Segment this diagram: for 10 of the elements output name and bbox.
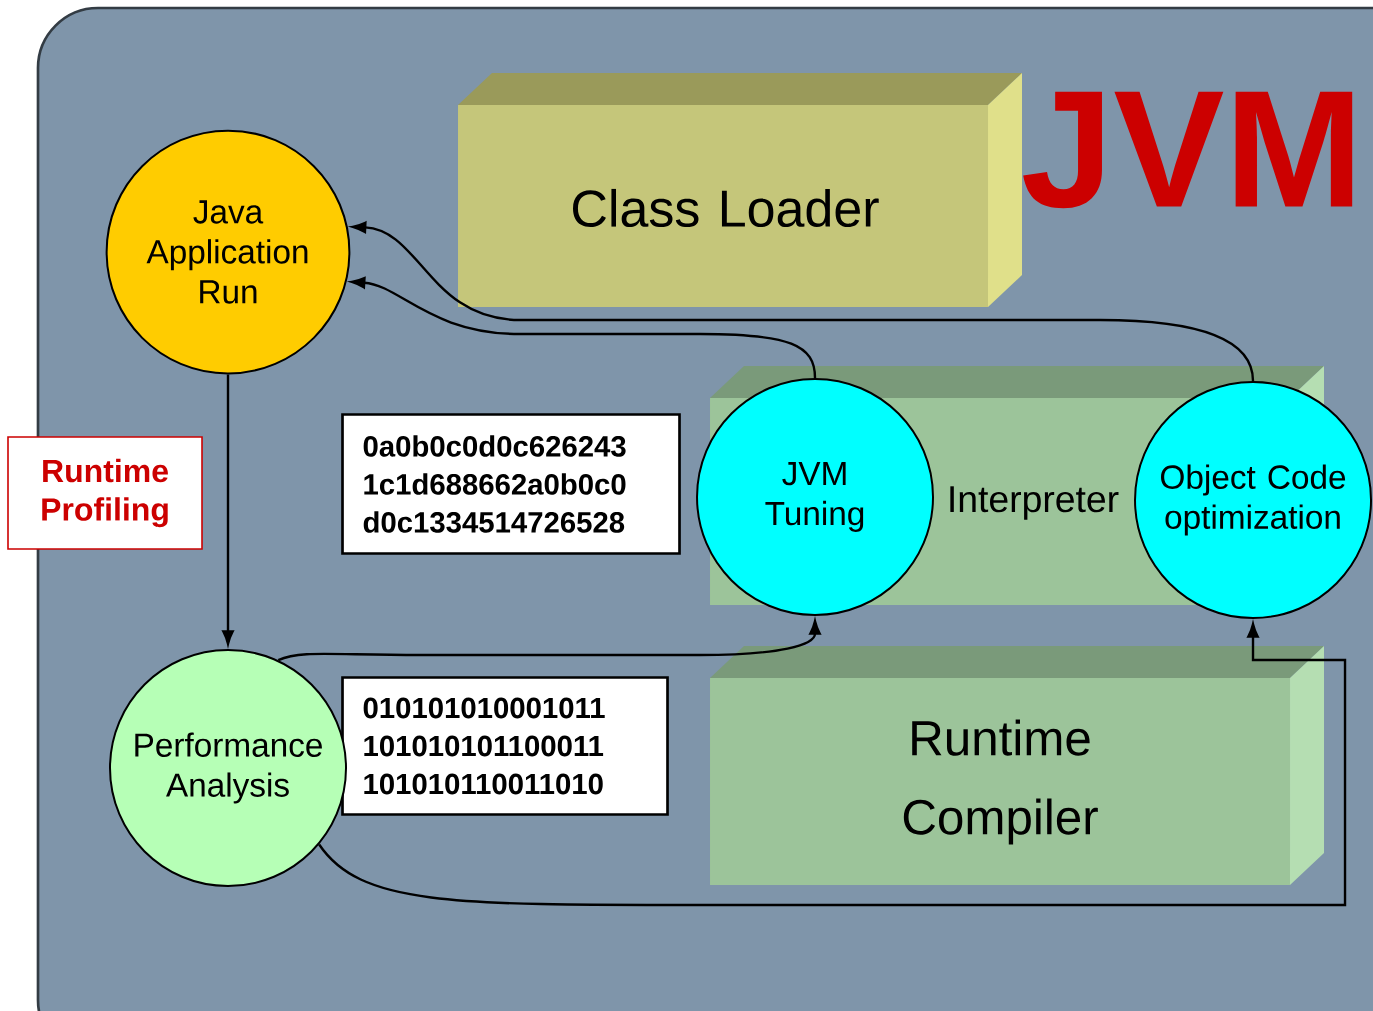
block-box: Runtime Compiler [710, 646, 1324, 885]
circle-node: Performance Analysis [109, 649, 347, 887]
arrow [222, 374, 234, 646]
circle-node: JVM Tuning [696, 378, 934, 616]
circle-node: Object Code optimization [1134, 381, 1372, 619]
circle-node: Java Application Run [105, 129, 351, 375]
title: JVM [1023, 91, 1353, 209]
label-box: Runtime Profiling [7, 436, 203, 550]
code-box: 010101010001011 101010101100011 101010110011010 [341, 676, 669, 816]
code-box: 0a0b0c0d0c626243 1c1d688662a0b0c0 d0c1334514726528 [341, 413, 681, 555]
